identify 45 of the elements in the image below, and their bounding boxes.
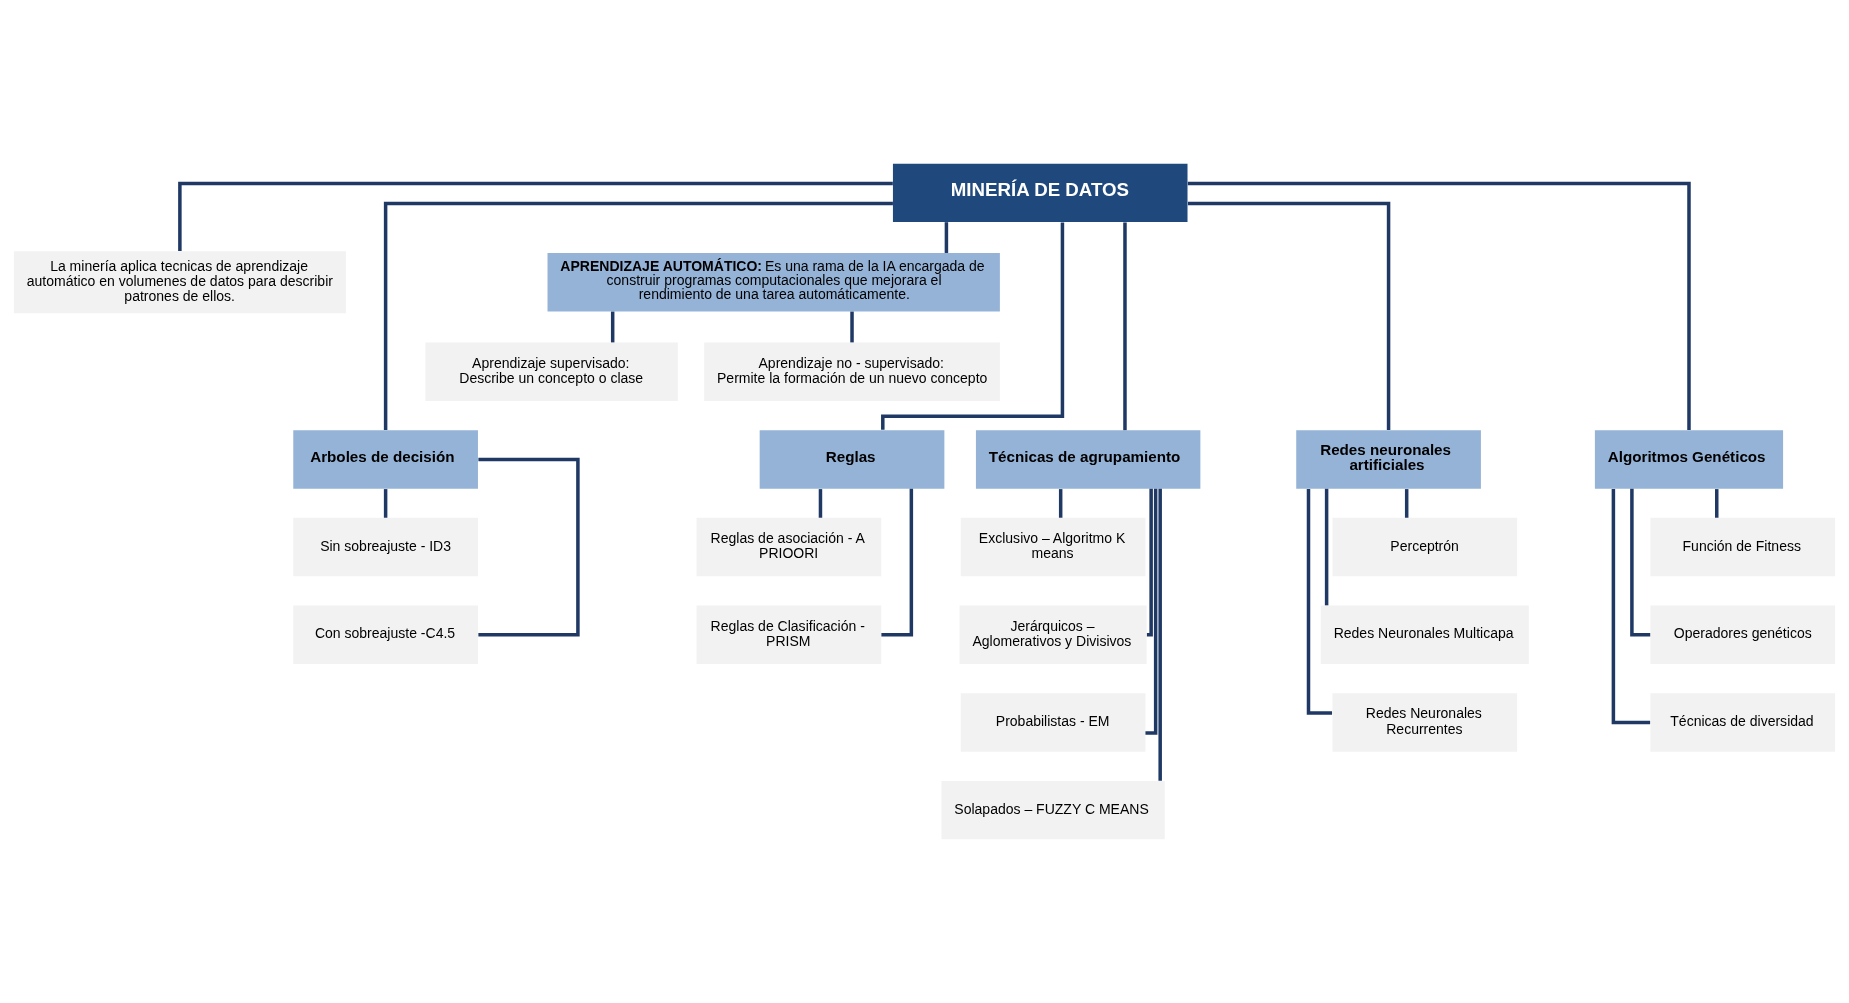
- node-box: Reglas: [759, 430, 945, 489]
- node-box: Aprendizaje supervisado: Describe un concepto o clase: [425, 342, 678, 401]
- node-box: Operadores genéticos: [1650, 605, 1836, 664]
- connector: [850, 311, 854, 343]
- connector: [1058, 489, 1063, 518]
- node-box: Solapados – FUZZY C MEANS: [941, 780, 1165, 840]
- connector: [1187, 201, 1391, 431]
- node-box: Reglas de asociación - A PRIOORI: [696, 517, 882, 577]
- node-box: Redes Neuronales Recurrentes: [1332, 693, 1518, 752]
- node-box: Con sobreajuste -C4.5: [293, 605, 478, 664]
- node-box: Perceptrón: [1332, 517, 1518, 577]
- connector: [881, 222, 1065, 430]
- connector: [478, 457, 580, 637]
- node-box: Técnicas de diversidad: [1650, 693, 1836, 752]
- connector: [1146, 488, 1153, 637]
- node-box: APRENDIZAJE AUTOMÁTICO: Es una rama de la IA encargada de construir programas computacionales que mejorara el rendimiento de una tarea automáticamente.: [547, 253, 1000, 312]
- node-box: La minería aplica tecnicas de aprendizaje automático en volumenes de datos para describir patrones de ellos.: [13, 251, 346, 314]
- connector: [1611, 489, 1651, 725]
- node-box: Reglas de Clasificación - PRISM: [696, 605, 882, 664]
- node-box: Exclusivo – Algoritmo K means: [960, 517, 1146, 577]
- connector: [178, 181, 893, 252]
- node-box: Arboles de decisión: [293, 430, 478, 489]
- connector: [1187, 181, 1691, 430]
- node-box: Función de Fitness: [1650, 517, 1836, 577]
- node-box: Jerárquicos – Aglomerativos y Divisivos: [959, 605, 1147, 664]
- connector: [1158, 488, 1162, 781]
- node-box: MINERÍA DE DATOS: [892, 163, 1188, 223]
- node-box: Sin sobreajuste - ID3: [293, 517, 478, 577]
- connector: [383, 489, 388, 518]
- node-box: Redes neuronales artificiales: [1296, 430, 1481, 489]
- connector: [383, 201, 893, 431]
- connector: [818, 489, 823, 518]
- node-box: Redes Neuronales Multicapa: [1320, 605, 1529, 664]
- connector: [1630, 488, 1651, 637]
- connector: [1324, 488, 1329, 606]
- connector: [610, 311, 615, 343]
- node-box: Probabilistas - EM: [960, 693, 1146, 752]
- node-box: Aprendizaje no - supervisado: Permite la formación de un nuevo concepto: [704, 342, 1000, 401]
- connector: [944, 222, 949, 253]
- connector: [1404, 489, 1409, 518]
- connector: [1145, 488, 1158, 735]
- node-box: Técnicas de agrupamiento: [975, 430, 1201, 489]
- node-box: Algoritmos Genéticos: [1594, 430, 1784, 489]
- connector: [1123, 222, 1127, 431]
- connector: [1715, 489, 1719, 518]
